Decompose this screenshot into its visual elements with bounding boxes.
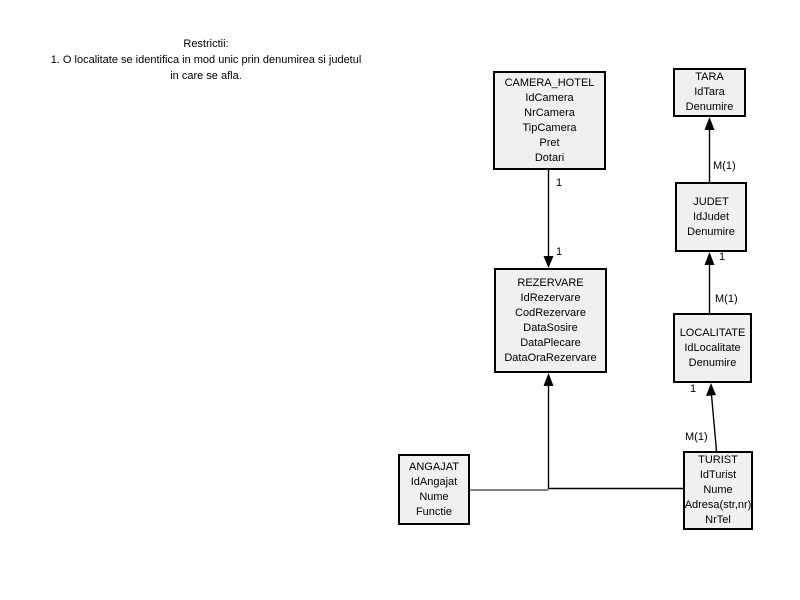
entity-attribute: IdCamera bbox=[525, 91, 574, 104]
entity-attribute: IdAngajat bbox=[410, 475, 458, 488]
connector-line bbox=[710, 394, 718, 452]
entity-attribute: Pret bbox=[539, 136, 560, 149]
entity-tara[interactable]: TARA IdTara Denumire bbox=[673, 68, 746, 117]
entity-attribute: Denumire bbox=[687, 225, 735, 238]
restrictions-rule-line2: in care se afla. bbox=[170, 70, 242, 82]
entity-attribute: Denumire bbox=[688, 356, 737, 369]
connector-camera-hotel-rezervare bbox=[543, 170, 554, 268]
cardinality-label-turist-localitate-one: 1 bbox=[690, 383, 697, 395]
arrow-down-icon bbox=[543, 256, 554, 268]
entity-attribute: TipCamera bbox=[522, 121, 577, 134]
arrow-up-icon bbox=[704, 252, 715, 265]
entity-title: ANGAJAT bbox=[409, 460, 459, 473]
cardinality-label-localitate-judet-many: M(1) bbox=[715, 293, 738, 305]
entity-rezervare[interactable]: REZERVARE IdRezervare CodRezervare DataS… bbox=[494, 268, 607, 373]
restrictions-note: Restrictii: 1. O localitate se identific… bbox=[20, 36, 392, 84]
entity-judet[interactable]: JUDET IdJudet Denumire bbox=[675, 182, 747, 252]
cardinality-label-camera-rezervare-target: 1 bbox=[556, 246, 563, 258]
entity-attribute: NrCamera bbox=[524, 106, 575, 119]
connector-localitate-judet bbox=[704, 252, 715, 313]
entity-title: REZERVARE bbox=[517, 276, 584, 289]
arrow-up-icon bbox=[543, 373, 554, 386]
cardinality-label-camera-rezervare-source: 1 bbox=[556, 177, 563, 189]
restrictions-title: Restrictii: bbox=[183, 38, 229, 50]
entity-attribute: IdJudet bbox=[692, 210, 730, 223]
entity-title: CAMERA_HOTEL bbox=[504, 76, 595, 89]
entity-attribute: NrTel bbox=[705, 514, 731, 526]
cardinality-label-turist-localitate-many: M(1) bbox=[685, 431, 708, 443]
entity-title: TARA bbox=[695, 71, 724, 83]
entity-localitate[interactable]: LOCALITATE IdLocalitate Denumire bbox=[673, 313, 752, 383]
arrow-up-icon bbox=[706, 383, 716, 396]
entity-attribute: DataOraRezervare bbox=[504, 351, 597, 364]
entity-turist[interactable]: TURIST IdTurist Nume Adresa(str,nr) NrTe… bbox=[683, 451, 753, 530]
connector-junction-rezervare bbox=[543, 373, 554, 489]
entity-attribute: IdTurist bbox=[699, 469, 737, 481]
entity-attribute: Adresa(str,nr) bbox=[684, 499, 752, 511]
entity-title: JUDET bbox=[693, 195, 729, 208]
restrictions-rule-line1: 1. O localitate se identifica in mod uni… bbox=[50, 54, 362, 66]
entity-title: LOCALITATE bbox=[679, 326, 746, 339]
entity-attribute: Dotari bbox=[534, 151, 565, 164]
entity-attribute: Denumire bbox=[685, 101, 734, 113]
entity-attribute: Functie bbox=[415, 505, 453, 518]
cardinality-label-judet-tara-many: M(1) bbox=[713, 160, 736, 172]
entity-camera-hotel[interactable]: CAMERA_HOTEL IdCamera NrCamera TipCamera… bbox=[493, 71, 606, 170]
entity-attribute: CodRezervare bbox=[515, 306, 586, 319]
cardinality-label-localitate-judet-one: 1 bbox=[719, 251, 726, 263]
entity-angajat[interactable]: ANGAJAT IdAngajat Nume Functie bbox=[398, 454, 470, 525]
entity-attribute: IdTara bbox=[694, 86, 725, 98]
arrow-up-icon bbox=[704, 117, 715, 130]
entity-attribute: Nume bbox=[419, 490, 449, 503]
entity-attribute: IdLocalitate bbox=[684, 341, 741, 354]
entity-attribute: IdRezervare bbox=[520, 291, 581, 304]
entity-attribute: Nume bbox=[703, 484, 733, 496]
entity-attribute: DataPlecare bbox=[520, 336, 581, 349]
entity-title: TURIST bbox=[698, 454, 738, 466]
entity-attribute: DataSosire bbox=[523, 321, 578, 334]
